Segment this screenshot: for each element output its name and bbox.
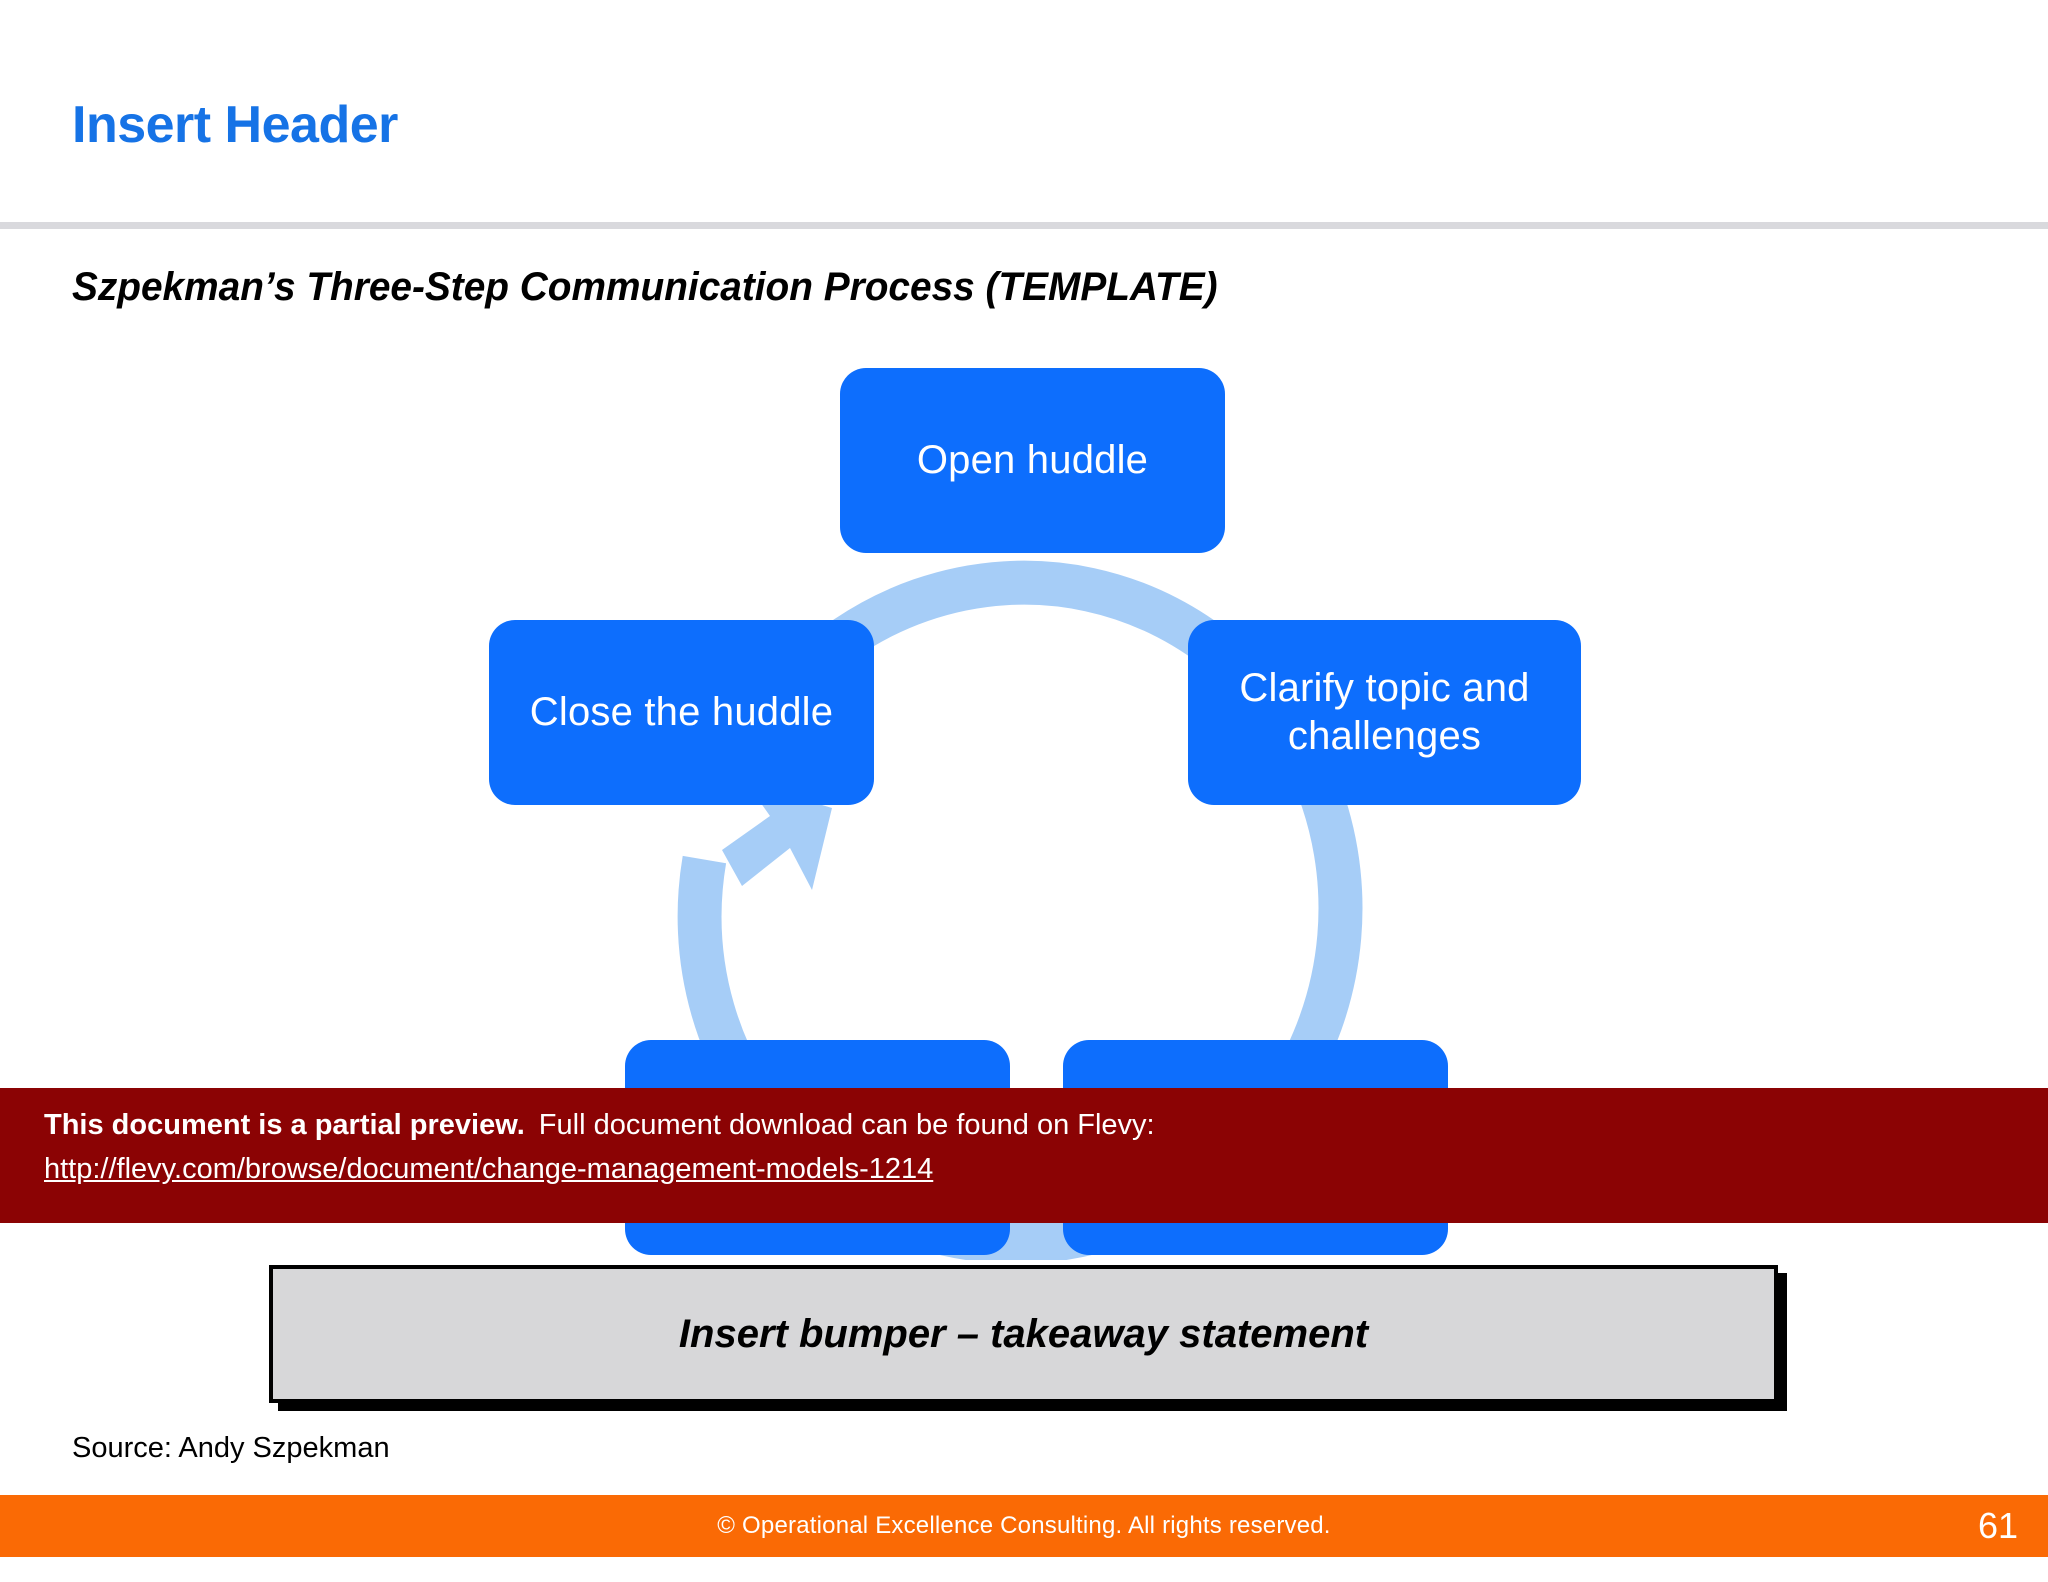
partial-preview-bold: This document is a partial preview. (44, 1109, 525, 1141)
source-note: Source: Andy Szpekman (72, 1432, 390, 1464)
page-title: Insert Header (72, 96, 398, 154)
node-clarify-topic-and-challenges[interactable]: Clarify topic and challenges (1188, 620, 1581, 805)
slide-subtitle: Szpekman’s Three-Step Communication Proc… (72, 265, 1218, 309)
partial-preview-text: This document is a partial preview. Full … (44, 1109, 1155, 1142)
header-divider (0, 222, 2048, 229)
partial-preview-rest: Full document download can be found on F… (538, 1109, 1155, 1141)
partial-preview-banner: This document is a partial preview. Full … (0, 1088, 2048, 1223)
bumper-takeaway-box[interactable]: Insert bumper – takeaway statement (269, 1265, 1778, 1403)
node-close-the-huddle[interactable]: Close the huddle (489, 620, 874, 805)
slide-footer: © Operational Excellence Consulting. All… (0, 1495, 2048, 1557)
node-open-huddle[interactable]: Open huddle (840, 368, 1225, 553)
footer-copyright: © Operational Excellence Consulting. All… (717, 1512, 1331, 1539)
page-number: 61 (1977, 1505, 2018, 1546)
flevy-document-link[interactable]: http://flevy.com/browse/document/change-… (44, 1153, 934, 1185)
